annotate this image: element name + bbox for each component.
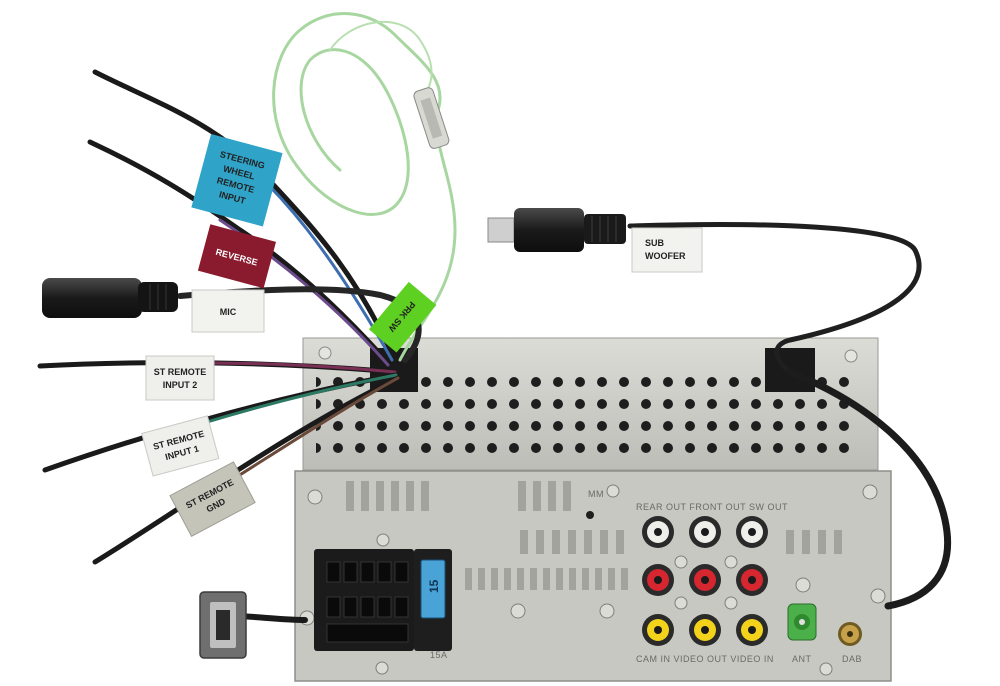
subwoofer-label-line-1: SUB [645,238,665,248]
panel-fuse-rating: 15A [430,650,448,660]
steering-wheel-tag: STEERING WHEEL REMOTE INPUT [191,133,283,227]
rca-row-white [642,516,768,548]
screw [844,349,858,363]
panel-rca-out-label: REAR OUT FRONT OUT SW OUT [636,502,788,512]
panel-video-label: CAM IN VIDEO OUT VIDEO IN [636,654,774,664]
panel-ant-label: ANT [792,654,812,664]
antenna-jack [787,603,817,641]
panel-model-mark: MM [588,489,604,499]
reverse-tag: REVERSE [197,224,277,289]
screw [318,346,332,360]
st-remote-input-1-tag: ST REMOTE INPUT 1 [141,415,220,477]
fuse: 15 [420,559,446,619]
mic-label: MIC [220,307,237,317]
rca-row-yellow [642,614,768,646]
panel-dab-label: DAB [842,654,862,664]
fuse-value: 15 [427,579,441,593]
st-remote-input-2-line-2: INPUT 2 [163,380,198,390]
prk-sw-tag: PRK SW [368,281,437,353]
st-remote-input-2-line-1: ST REMOTE [154,367,207,377]
rca-row-red [642,564,768,596]
subwoofer-plug [487,208,626,252]
inline-fuse-holder [413,87,450,149]
mic-jack [42,278,178,318]
iso-connector: 15 [314,549,452,651]
dab-jack [838,622,862,646]
st-remote-input-2-tag: ST REMOTE INPUT 2 [145,355,215,401]
subwoofer-label-line-2: WOOFER [645,251,686,261]
usb-connector [199,591,247,659]
subwoofer-tag: SUB WOOFER [631,227,703,273]
wires [37,12,952,623]
rca-jacks [642,516,768,646]
mic-tag: MIC [191,289,265,333]
